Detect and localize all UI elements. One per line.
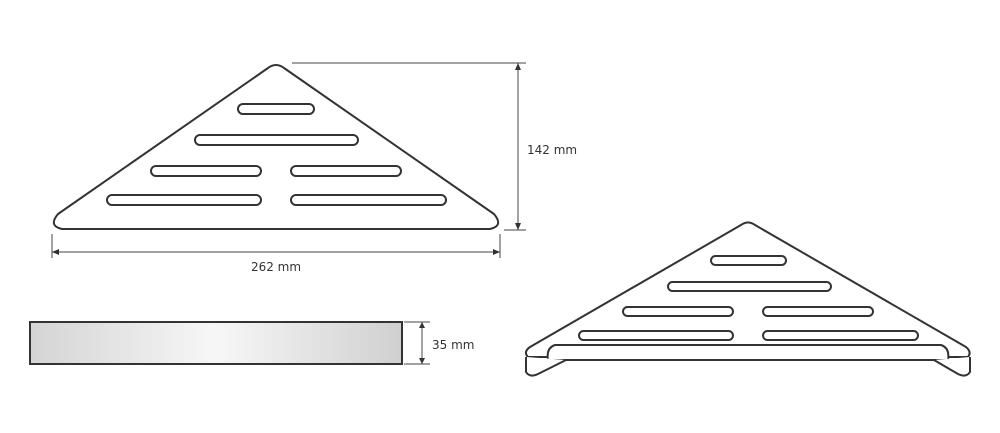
slot [710, 255, 787, 266]
perspective-view [524, 221, 971, 377]
slot [290, 165, 402, 177]
slot [762, 306, 874, 317]
slot [290, 194, 447, 206]
slot [194, 134, 359, 146]
left-bracket [525, 357, 567, 377]
drain-slots-top [106, 103, 447, 206]
slot [762, 330, 919, 341]
width-dimension: 262 mm [51, 234, 501, 274]
shelf-side-profile [29, 321, 403, 365]
height-label: 142 mm [527, 143, 577, 157]
slot [578, 330, 734, 341]
right-bracket [933, 357, 971, 377]
width-label: 262 mm [251, 260, 301, 274]
slot [106, 194, 262, 206]
side-view: 35 mm [29, 321, 474, 365]
shelf-outline-top [52, 64, 500, 230]
slot [237, 103, 315, 115]
top-view: 142 mm 262 mm [51, 62, 577, 274]
depth-label: 35 mm [432, 338, 474, 352]
slot [667, 281, 832, 292]
height-dimension: 142 mm [292, 62, 577, 231]
slot [150, 165, 262, 177]
drain-slots-perspective [578, 255, 919, 341]
front-lip [546, 344, 950, 361]
slot [622, 306, 734, 317]
